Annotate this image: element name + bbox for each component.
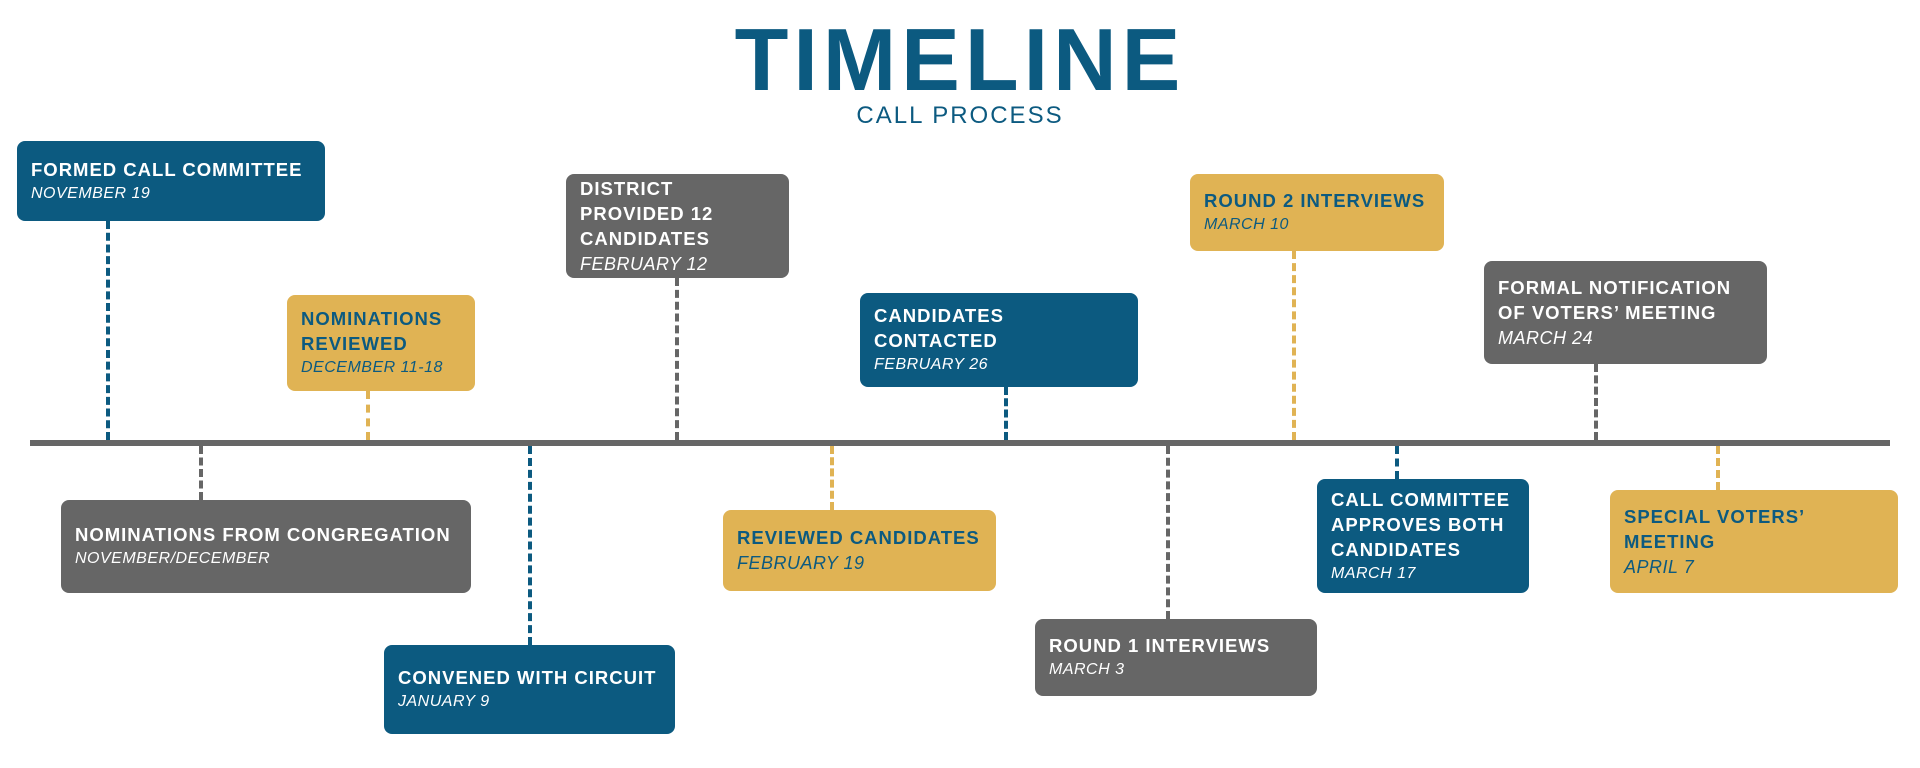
event-card: ROUND 1 INTERVIEWS MARCH 3 xyxy=(1035,619,1317,696)
event-date: MARCH 17 xyxy=(1331,564,1416,582)
event-date: MARCH 24 xyxy=(1498,327,1594,348)
event-title: ROUND 2 INTERVIEWS xyxy=(1204,190,1426,211)
event-title: FORMED CALL COMMITTEE xyxy=(31,158,303,180)
event-card: NOMINATIONS REVIEWED DECEMBER 11-18 xyxy=(287,295,475,391)
event-card: FORMAL NOTIFICATION OF VOTERS’ MEETING MA… xyxy=(1484,261,1767,364)
event-card: REVIEWED CANDIDATES FEBRUARY 19 xyxy=(723,510,996,591)
event-connector xyxy=(1594,364,1598,440)
event-title: NOMINATIONS FROM CONGREGATION xyxy=(75,524,451,545)
event-date: FEBRUARY 19 xyxy=(737,553,865,573)
event-title: NOMINATIONS REVIEWED xyxy=(301,308,443,354)
event-connector xyxy=(1716,446,1720,490)
event-card: CALL COMMITTEE APPROVES BOTH CANDIDATES M… xyxy=(1317,479,1529,593)
event-date: NOVEMBER 19 xyxy=(31,184,151,202)
event-card: DISTRICT PROVIDED 12 CANDIDATES FEBRUARY … xyxy=(566,174,789,278)
event-title: FORMAL NOTIFICATION OF VOTERS’ MEETING xyxy=(1498,276,1732,323)
event-connector xyxy=(1166,446,1170,619)
event-card: NOMINATIONS FROM CONGREGATION NOVEMBER/DE… xyxy=(61,500,471,593)
event-connector xyxy=(528,446,532,645)
event-title: CALL COMMITTEE APPROVES BOTH CANDIDATES xyxy=(1331,488,1511,560)
event-connector xyxy=(1292,251,1296,440)
event-card: CONVENED WITH CIRCUIT JANUARY 9 xyxy=(384,645,675,734)
event-title: CANDIDATES CONTACTED xyxy=(874,305,1004,351)
event-date: DECEMBER 11-18 xyxy=(301,359,443,376)
event-date: NOVEMBER/DECEMBER xyxy=(75,550,271,567)
event-card: FORMED CALL COMMITTEE NOVEMBER 19 xyxy=(17,141,325,221)
event-title: CONVENED WITH CIRCUIT xyxy=(398,667,657,688)
event-title: REVIEWED CANDIDATES xyxy=(737,527,980,548)
event-connector xyxy=(675,278,679,440)
page-title: TIMELINE xyxy=(734,10,1186,109)
event-connector xyxy=(1395,446,1399,479)
event-card: SPECIAL VOTERS’ MEETING APRIL 7 xyxy=(1610,490,1898,593)
event-connector xyxy=(106,221,110,440)
event-connector xyxy=(366,391,370,440)
event-date: APRIL 7 xyxy=(1624,556,1695,577)
event-card: ROUND 2 INTERVIEWS MARCH 10 xyxy=(1190,174,1444,251)
event-date: JANUARY 9 xyxy=(398,693,490,710)
event-connector xyxy=(199,446,203,500)
event-date: MARCH 10 xyxy=(1204,216,1289,233)
event-title: SPECIAL VOTERS’ MEETING xyxy=(1624,505,1805,552)
page-subtitle: CALL PROCESS xyxy=(856,102,1064,129)
event-title: ROUND 1 INTERVIEWS xyxy=(1049,635,1271,656)
event-date: FEBRUARY 26 xyxy=(874,356,988,373)
event-date: FEBRUARY 12 xyxy=(580,253,708,274)
event-date: MARCH 3 xyxy=(1049,661,1125,678)
event-card: CANDIDATES CONTACTED FEBRUARY 26 xyxy=(860,293,1138,387)
event-title: DISTRICT PROVIDED 12 CANDIDATES xyxy=(580,177,714,249)
event-connector xyxy=(830,446,834,510)
event-connector xyxy=(1004,387,1008,440)
timeline-axis xyxy=(30,440,1890,446)
